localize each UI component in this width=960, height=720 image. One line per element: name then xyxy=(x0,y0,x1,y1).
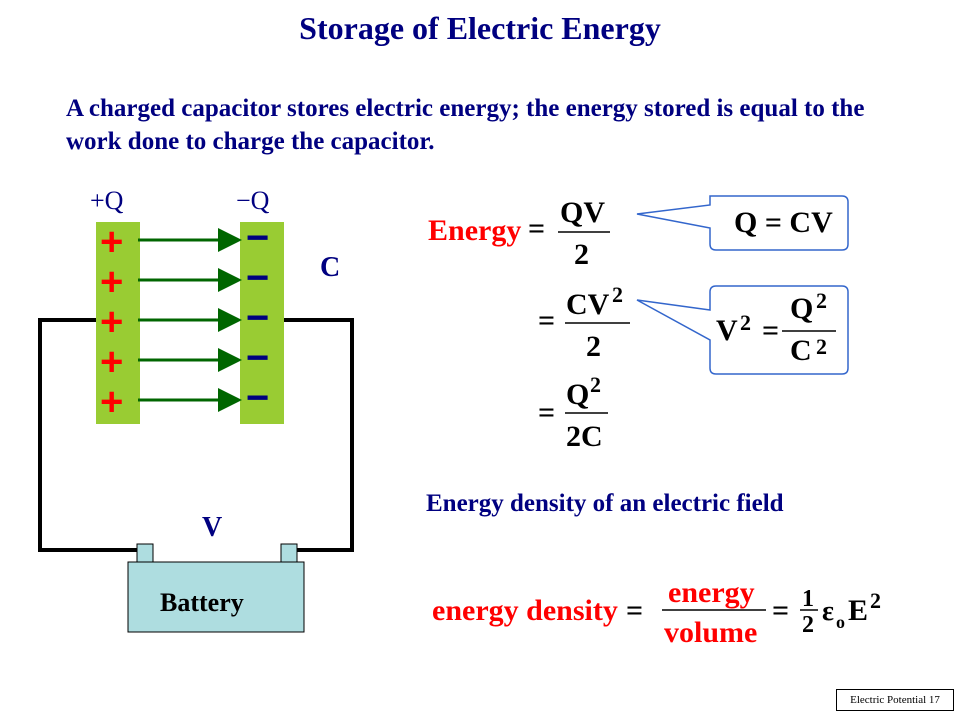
equals-sign: = xyxy=(626,594,644,627)
plus-sign: + xyxy=(100,380,124,424)
energy-density-heading: Energy density of an electric field xyxy=(426,490,784,517)
slide-title: Storage of Electric Energy xyxy=(299,10,661,46)
battery-terminal-left xyxy=(136,543,154,565)
frac-energy: energy xyxy=(668,576,755,609)
equals-sign: = xyxy=(538,304,556,337)
callout-q-exp: 2 xyxy=(816,288,827,313)
numerator-qv: QV xyxy=(560,196,605,229)
callout-box-1 xyxy=(636,195,849,251)
plus-sign: + xyxy=(100,300,124,344)
callout-equals: = xyxy=(762,314,780,347)
battery-label: Battery xyxy=(160,588,244,617)
minus-sign: − xyxy=(246,216,270,260)
battery-body xyxy=(127,561,305,633)
callout-v: V xyxy=(716,314,738,347)
wire-left xyxy=(38,318,140,552)
denominator-2: 2 xyxy=(586,330,601,363)
negative-plate xyxy=(240,222,284,424)
callout-box-2 xyxy=(636,285,849,375)
minus-sign: − xyxy=(246,296,270,340)
battery-terminal-right xyxy=(280,543,298,565)
intro-text: A charged capacitor stores electric ener… xyxy=(66,95,865,155)
minus-q-label: −Q xyxy=(236,186,270,215)
energy-density-lhs: energy density xyxy=(432,594,618,627)
epsilon-symbol: ε xyxy=(822,596,834,627)
callout-q-cv: Q = CV xyxy=(734,206,833,239)
e-field: E xyxy=(848,594,869,627)
wire-right xyxy=(272,318,354,552)
callout-q: Q xyxy=(790,292,814,325)
minus-sign: − xyxy=(246,336,270,380)
denominator-2: 2 xyxy=(574,238,589,271)
frac-volume: volume xyxy=(664,616,758,649)
plus-q-label: +Q xyxy=(90,186,124,215)
equals-sign: = xyxy=(772,594,790,627)
callout-c: C xyxy=(790,334,812,367)
numerator-q: Q xyxy=(566,378,590,411)
exponent-2: 2 xyxy=(590,372,601,397)
equals-sign: = xyxy=(528,212,546,245)
numerator-cv: CV xyxy=(566,288,610,321)
denominator-2c: 2C xyxy=(566,420,603,453)
minus-sign: − xyxy=(246,376,270,420)
e-exponent: 2 xyxy=(870,588,881,613)
callout-c-exp: 2 xyxy=(816,334,827,359)
plus-sign: + xyxy=(100,260,124,304)
plus-sign: + xyxy=(100,340,124,384)
slide-footer: Electric Potential 17 xyxy=(836,689,954,711)
positive-plate xyxy=(96,222,140,424)
minus-sign: − xyxy=(246,256,270,300)
capacitor-label: C xyxy=(320,252,341,283)
half-den: 2 xyxy=(802,612,814,638)
plus-sign: + xyxy=(100,220,124,264)
exponent-2: 2 xyxy=(612,282,623,307)
equals-sign: = xyxy=(538,396,556,429)
callout-v-exp: 2 xyxy=(740,310,751,335)
voltage-label: V xyxy=(202,512,223,543)
epsilon-subscript: o xyxy=(836,612,845,632)
half-num: 1 xyxy=(802,586,814,612)
energy-word: Energy xyxy=(428,214,522,247)
